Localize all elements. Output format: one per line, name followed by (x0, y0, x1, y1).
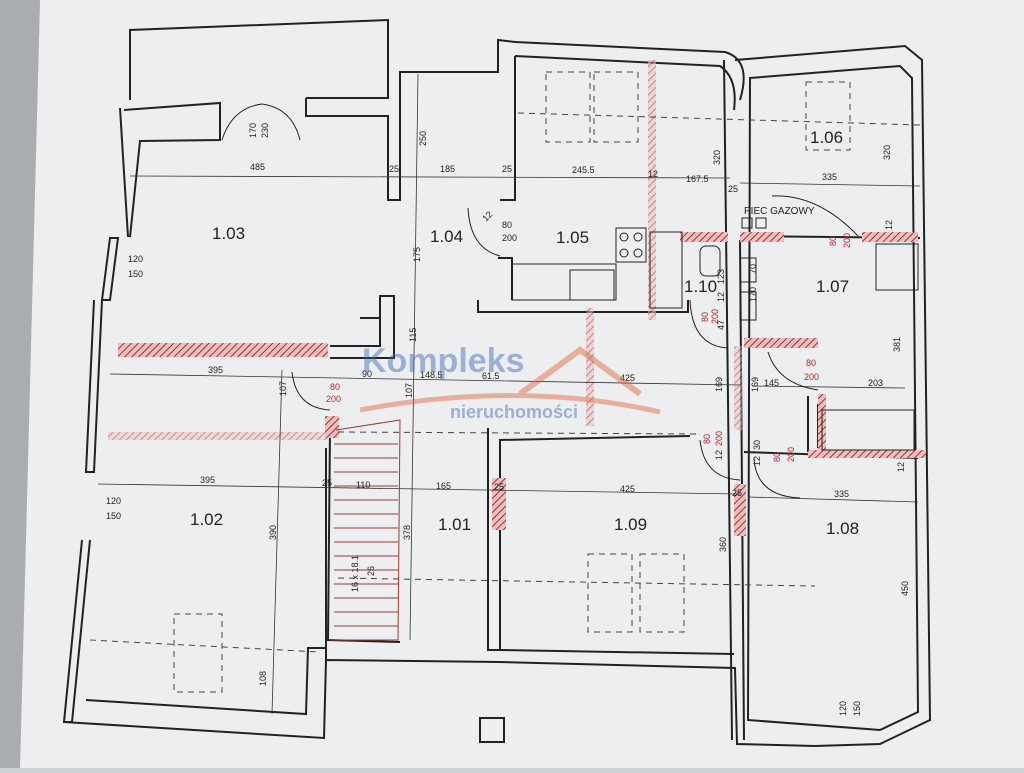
dim-label: 360 (718, 537, 728, 552)
dim-label: 320 (882, 145, 892, 160)
room-label-1-10: 1.10 (684, 277, 717, 296)
dim-label: 110 (356, 480, 370, 490)
dim-label: 80 (330, 382, 340, 392)
dim-label: 170 (748, 287, 758, 302)
dim-label: 25 (322, 478, 332, 488)
stairs-label: 26 (366, 566, 376, 576)
gas-heater-label: PIEC GAZOWY (744, 206, 815, 217)
dim-label: 381 (892, 337, 902, 352)
dim-label: 12 (884, 220, 894, 230)
room-label-1-03: 1.03 (212, 224, 245, 243)
dim-label: 107 (404, 383, 414, 398)
dim-label: 378 (402, 525, 412, 540)
staircase (330, 419, 401, 641)
dim-label: 167.5 (686, 174, 709, 184)
door-swings (221, 103, 859, 499)
dim-label: 148.5 (420, 370, 443, 380)
dim-label: 90 (362, 369, 372, 379)
dim-label: 25 (732, 488, 742, 498)
dim-label: 485 (250, 162, 265, 172)
room-labels: 1.03 1.04 1.05 1.06 1.07 1.10 1.02 1.01 … (190, 128, 859, 538)
dim-label: 12 (896, 462, 906, 472)
dim-label: 335 (834, 489, 849, 499)
dim-label: 30 (752, 440, 762, 450)
dim-label: 80 (502, 220, 512, 230)
dim-label: 425 (620, 373, 635, 383)
dim-label: 47 (716, 320, 726, 330)
dim-label: 120 (106, 496, 121, 506)
dim-label: 395 (208, 365, 223, 375)
dim-label: 115 (408, 328, 418, 342)
dim-label: 150 (852, 701, 862, 716)
dim-label: 12 (752, 456, 762, 466)
walls (62, 18, 932, 747)
room-label-1-04: 1.04 (430, 227, 463, 246)
dim-label: 145 (764, 378, 779, 388)
dim-label: 200 (804, 372, 819, 382)
dim-label: 61.5 (482, 371, 500, 381)
dim-label: 203 (868, 378, 883, 388)
room-label-1-01: 1.01 (438, 515, 471, 534)
dim-label: 200 (786, 447, 796, 462)
dim-label: 25 (389, 164, 399, 174)
dim-label: 25 (494, 482, 504, 492)
dim-label: 169 (714, 377, 724, 392)
agency-watermark: Kompleks nieruchomości (359, 342, 661, 422)
dim-label: 123 (716, 269, 726, 284)
dim-label: 108 (258, 671, 268, 686)
dim-label: 335 (822, 172, 837, 182)
dim-label: 200 (326, 394, 341, 404)
dim-label: 395 (200, 475, 215, 485)
dim-label: 230 (260, 123, 270, 138)
dim-label: 165 (436, 481, 451, 491)
dim-label: 120 (838, 701, 848, 716)
dim-label: 175 (412, 247, 422, 262)
dim-label: 245.5 (572, 165, 595, 175)
room-label-1-08: 1.08 (826, 519, 859, 538)
dim-label: 200 (710, 309, 720, 324)
dim-label: 12 (648, 169, 658, 179)
dim-label: 150 (128, 269, 143, 279)
dim-label: 80 (772, 452, 782, 462)
dim-label: 450 (900, 581, 910, 596)
dim-label: 185 (440, 164, 455, 174)
page-edge (0, 0, 40, 768)
dim-label: 80 (806, 358, 816, 368)
room-label-1-02: 1.02 (190, 510, 223, 529)
dim-label: 200 (502, 233, 517, 243)
stairs-label: 16 x 18.1 (350, 555, 360, 592)
dim-label: 107 (278, 381, 288, 396)
room-label-1-06: 1.06 (810, 128, 843, 147)
room-label-1-05: 1.05 (556, 228, 589, 247)
dim-label: 250 (418, 131, 428, 146)
dim-label: 200 (714, 431, 724, 446)
dim-label: 170 (248, 123, 258, 138)
dim-label: 12 (716, 292, 726, 302)
dimension-labels: 485 25 185 25 245.5 12 167.5 25 335 320 … (106, 123, 910, 716)
dim-label: 390 (268, 525, 278, 540)
dim-label: 80 (700, 312, 710, 322)
kitchen-fixtures (511, 217, 919, 451)
room-label-1-07: 1.07 (816, 277, 849, 296)
dim-label: 80 (828, 236, 838, 246)
dimension-lines (97, 73, 921, 715)
dim-label: 120 (128, 254, 143, 264)
dim-label: 80 (702, 434, 712, 444)
dim-label: 320 (712, 150, 722, 165)
room-label-1-09: 1.09 (614, 515, 647, 534)
watermark-title: Kompleks (362, 342, 525, 380)
paper-sheet (20, 0, 1024, 768)
dim-label: 169 (750, 377, 760, 392)
dim-label: 12 (714, 450, 724, 460)
watermark-subtitle: nieruchomości (450, 402, 578, 422)
dim-label: 425 (620, 484, 635, 494)
dim-label: 200 (842, 233, 852, 248)
dim-label: 25 (502, 164, 512, 174)
dim-label: 70 (748, 264, 758, 274)
dim-label: 150 (106, 511, 121, 521)
dim-label: 25 (728, 184, 738, 194)
roof-lines (89, 71, 921, 693)
